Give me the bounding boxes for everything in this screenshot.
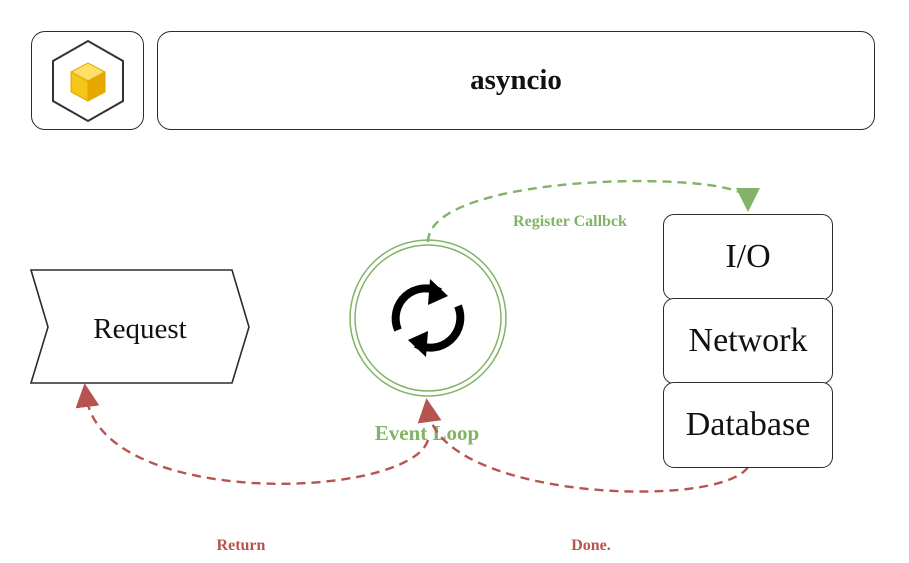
return-label: Return [217,537,266,554]
logo-box [31,31,144,130]
register-callback-label: Register Callbck [513,213,627,230]
cube-icon [52,39,124,123]
done-edge [417,398,750,493]
page-title: asyncio [470,64,562,96]
network-box: Network [663,298,833,384]
request-label: Request [93,313,186,345]
request-node: Request [29,269,250,384]
database-box: Database [663,382,833,468]
title-box: asyncio [157,31,875,130]
io-box: I/O [663,214,833,300]
sync-arrows-icon [391,279,465,357]
register-callback-edge [426,179,760,243]
return-edge [75,383,430,485]
done-label: Done. [571,537,611,554]
